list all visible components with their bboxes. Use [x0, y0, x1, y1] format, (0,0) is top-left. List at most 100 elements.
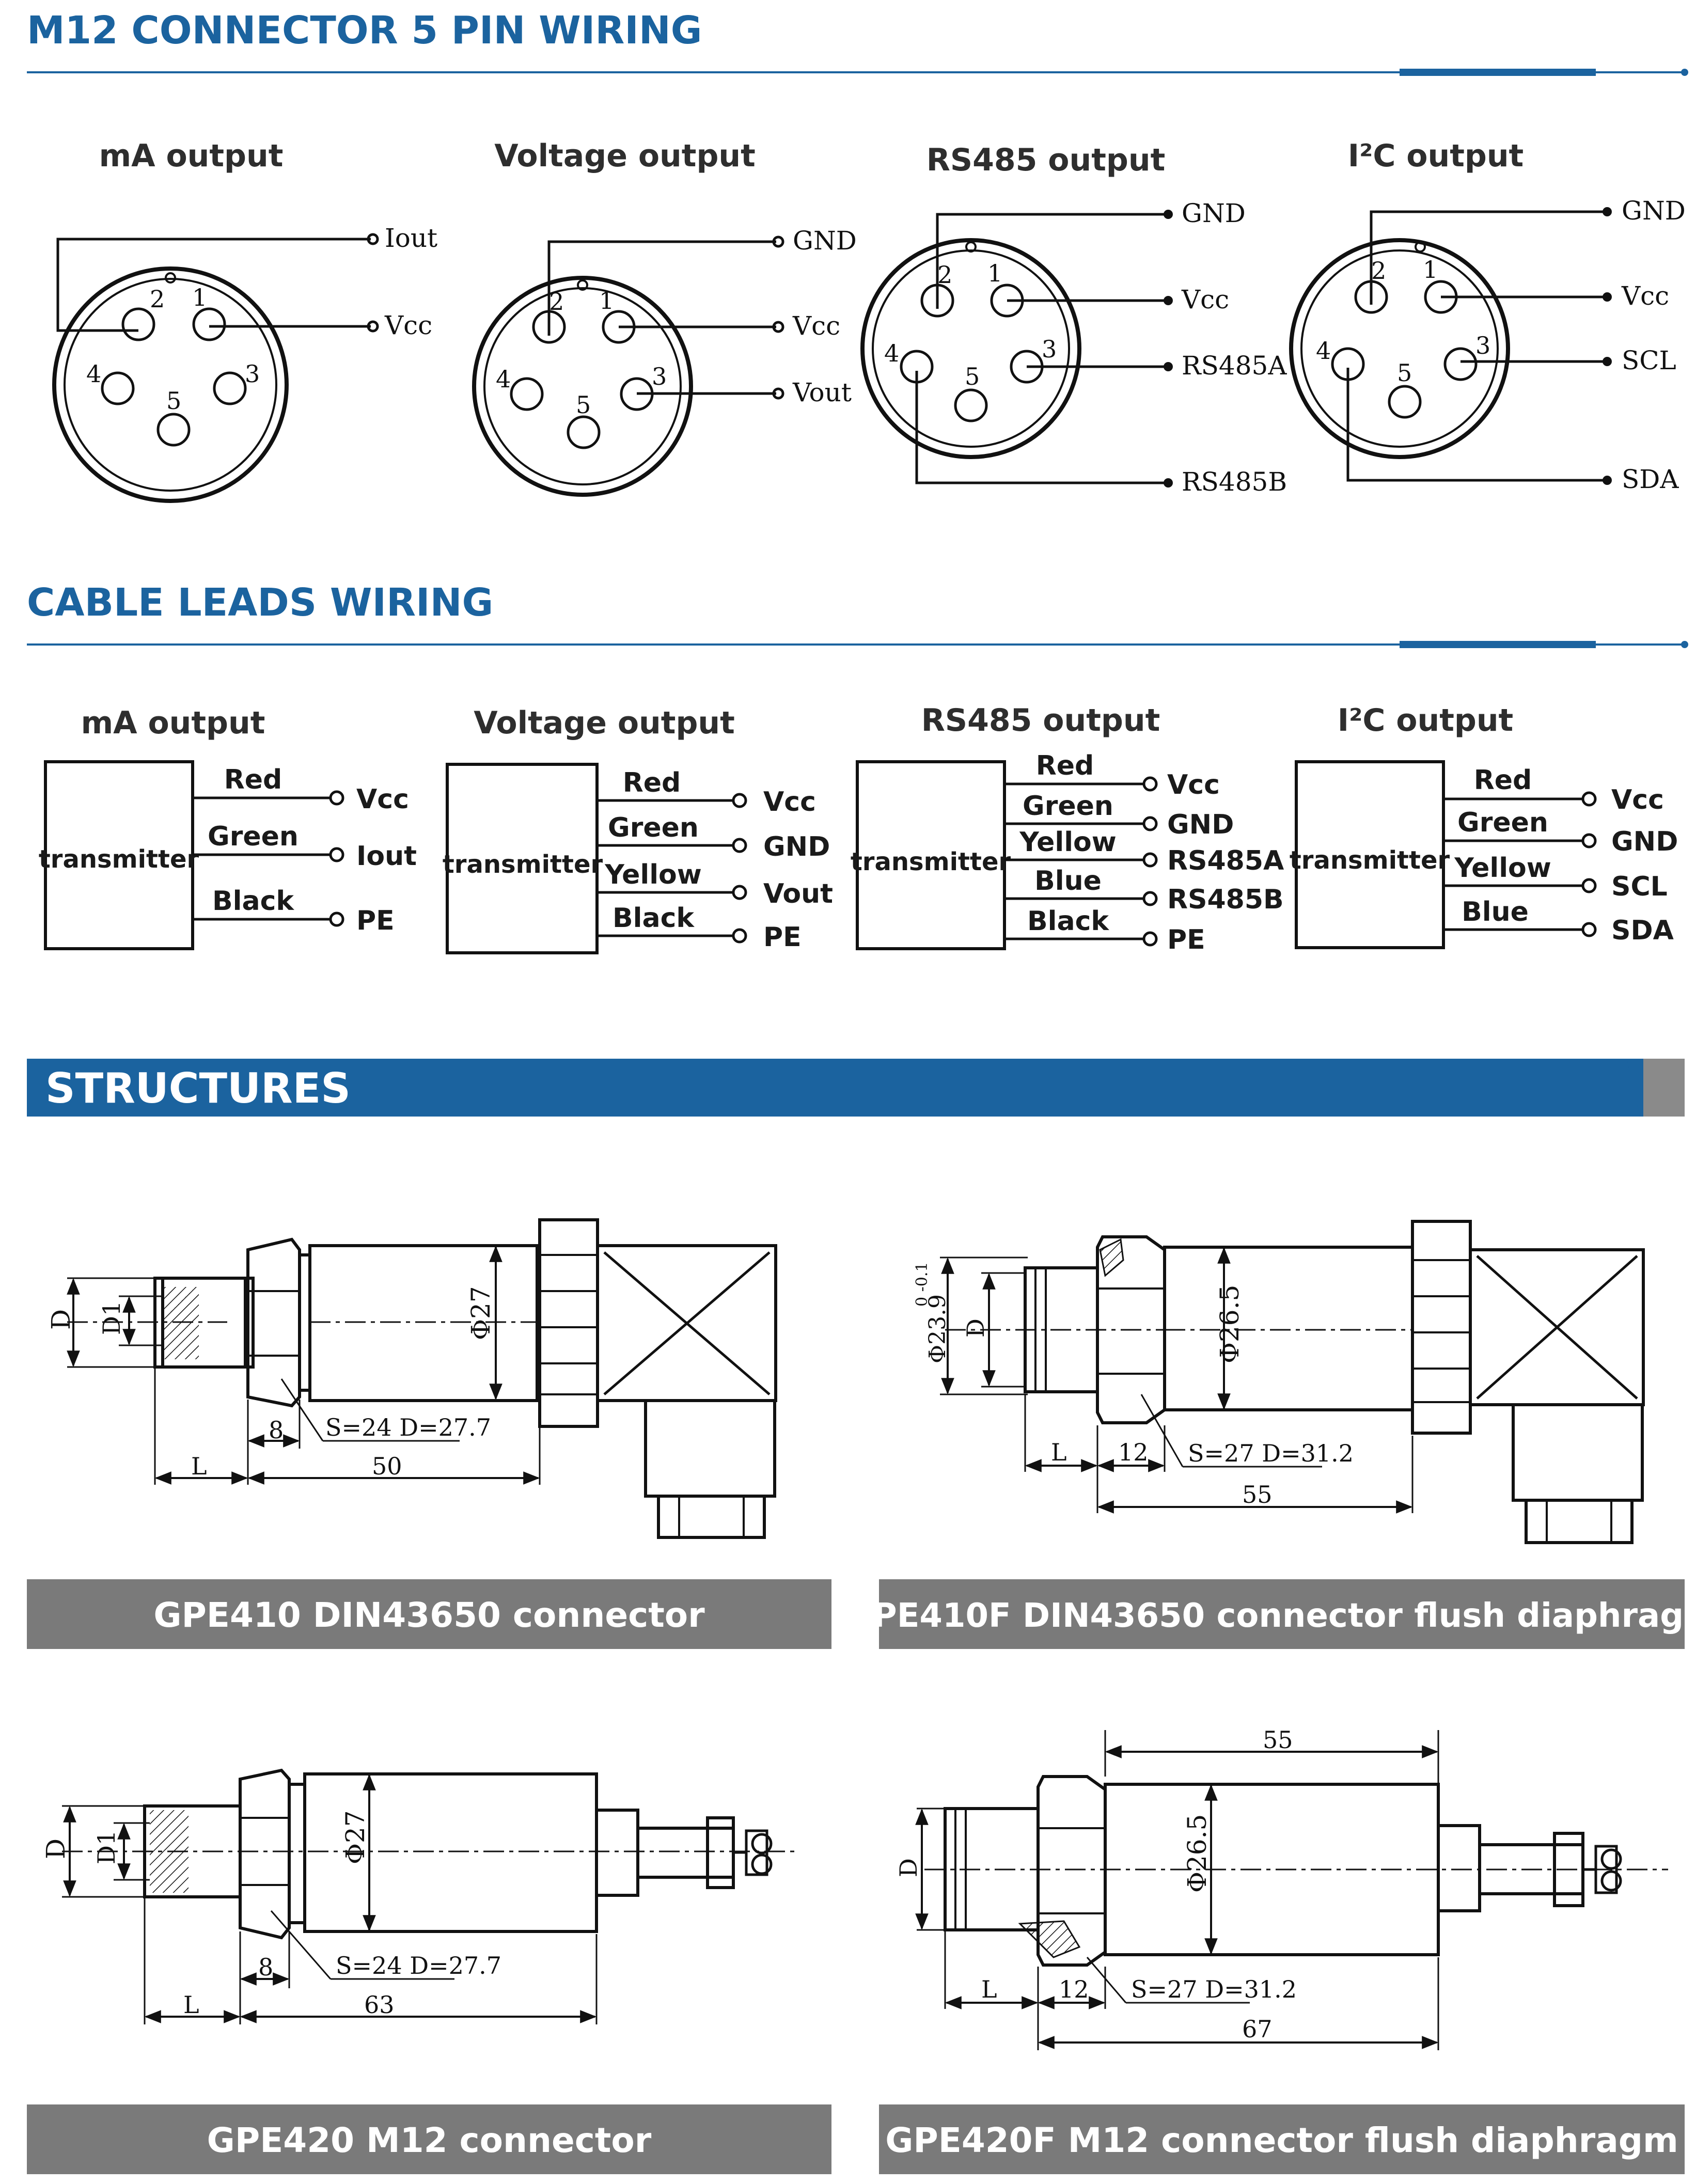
wire-color: Green — [1457, 807, 1548, 838]
m12-terminal-label: Vcc — [384, 310, 432, 340]
structures-section-title: STRUCTURES — [45, 1064, 351, 1112]
dim-diameter-left: Φ23.9 — [924, 1294, 951, 1363]
wire-color: Yellow — [1019, 827, 1117, 858]
wire — [1346, 368, 1604, 482]
wire-signal: SDA — [1611, 915, 1674, 946]
m12-terminal-label: Vcc — [1621, 281, 1669, 311]
terminal — [1164, 296, 1173, 305]
sensor-body — [308, 1244, 539, 1402]
caption-gpe410 — [27, 1579, 831, 1649]
m12-terminal-label: SDA — [1622, 464, 1679, 494]
terminal — [732, 885, 747, 900]
wire-color: Green — [608, 812, 699, 843]
terminal — [329, 790, 344, 806]
m12-diagram-title: I²C output — [1348, 138, 1524, 174]
terminal — [772, 321, 784, 333]
pin-number: 2 — [937, 261, 952, 289]
wire-signal: GND — [763, 831, 830, 862]
wire-signal: GND — [1611, 826, 1678, 857]
terminal — [1603, 357, 1612, 366]
pin-number: 5 — [965, 363, 980, 390]
connector-inner-ring — [1300, 249, 1499, 448]
terminal — [1603, 207, 1612, 216]
wire-color: Black — [212, 886, 294, 917]
wire-signal: Vout — [763, 878, 833, 909]
pin-3 — [1443, 347, 1478, 381]
sensor-body — [1163, 1246, 1414, 1411]
wire-color: Black — [1027, 906, 1109, 937]
m12-terminal-label: SCL — [1622, 345, 1676, 375]
m12-terminal-label: Vcc — [1181, 285, 1229, 315]
dim-D: D — [962, 1318, 990, 1338]
dim-top-length: 55 — [1263, 1726, 1293, 1754]
m12-diagram-title: RS485 output — [926, 142, 1166, 178]
din-cable-outlet — [644, 1399, 776, 1498]
pin-4 — [101, 371, 135, 405]
m12-diagram-i2c: I²C output 2 1 4 3 5 GND Vcc SCL S — [1289, 138, 1686, 494]
m12-pin-tip — [1600, 1870, 1622, 1892]
cable-section-title: CABLE LEADS WIRING — [27, 580, 493, 625]
terminal — [1603, 476, 1612, 485]
cable-gland — [657, 1495, 766, 1539]
seal-section — [1018, 1920, 1081, 1958]
pin-number: 4 — [1316, 337, 1331, 365]
dim-thread-length: 8 — [269, 1416, 284, 1444]
structures-header-tab — [1643, 1059, 1685, 1117]
wire-signal: Vcc — [356, 784, 409, 815]
terminal — [1581, 878, 1597, 893]
dim-D: D — [46, 1309, 76, 1330]
m12-terminal-label: GND — [1622, 196, 1686, 226]
cable-section: CABLE LEADS WIRING mA output transmitter… — [27, 580, 1688, 955]
wire — [56, 238, 371, 332]
key-notch — [577, 279, 588, 291]
transmitter-box — [446, 763, 599, 954]
m12-knurl — [1437, 1824, 1481, 1912]
dim-L: L — [183, 1991, 199, 2019]
drawing-gpe410: Φ27 D D1 — [46, 1218, 777, 1539]
wire-signal: Vcc — [1167, 769, 1220, 800]
terminal — [1581, 833, 1597, 849]
transmitter-label: transmitter — [443, 850, 603, 879]
m12-plug — [636, 1827, 735, 1879]
cable-diagram-ma: mA output transmitter Red Green Black Vc… — [39, 705, 417, 950]
wire-color: Red — [224, 764, 282, 795]
caption-gpe420f — [879, 2104, 1685, 2174]
terminal — [367, 320, 379, 333]
terminal — [329, 847, 344, 862]
dim-hex: S=24 D=27.7 — [325, 1413, 491, 1441]
pin-5 — [954, 388, 988, 422]
dim-diameter: Φ27 — [340, 1810, 370, 1864]
dim-tolerance: 0 -0.1 — [913, 1262, 931, 1307]
dim-hex: S=27 D=31.2 — [1188, 1439, 1354, 1467]
pin-number: 4 — [86, 360, 101, 388]
pin-number: 3 — [1475, 332, 1490, 359]
transmitter-label: transmitter — [39, 845, 199, 874]
dim-length: 50 — [372, 1452, 402, 1480]
wire — [936, 213, 1165, 309]
m12-terminal-label: GND — [793, 226, 857, 256]
m12-terminal-label: Iout — [385, 223, 437, 253]
caption-gpe420-text: GPE420 M12 connector — [207, 2120, 652, 2160]
terminal — [1142, 816, 1158, 831]
din-cross — [603, 1251, 771, 1395]
terminal — [1603, 292, 1612, 302]
pin-5 — [156, 413, 191, 447]
pin-number: 4 — [884, 339, 899, 367]
leader — [1140, 1394, 1184, 1467]
terminal — [1581, 922, 1597, 937]
dim-D1: D1 — [92, 1830, 120, 1864]
pin-4 — [510, 377, 544, 411]
structures-section: STRUCTURES Φ27 — [27, 1059, 1696, 2174]
din-cable-outlet — [1512, 1403, 1644, 1502]
m12-section-title: M12 CONNECTOR 5 PIN WIRING — [27, 8, 702, 53]
connector-outline — [860, 238, 1081, 459]
pin-number: 2 — [549, 288, 564, 316]
pin-3 — [213, 371, 247, 405]
dim-diameter: Φ27 — [466, 1286, 496, 1340]
dim-hex: S=24 D=27.7 — [336, 1952, 501, 1979]
pin-number: 1 — [1423, 256, 1438, 284]
terminal — [329, 912, 344, 927]
dim-length: 63 — [364, 1991, 395, 2019]
dim-length: 67 — [1242, 2015, 1273, 2043]
cable-diagram-rs485: RS485 output transmitter Red Green Yello… — [851, 702, 1284, 955]
